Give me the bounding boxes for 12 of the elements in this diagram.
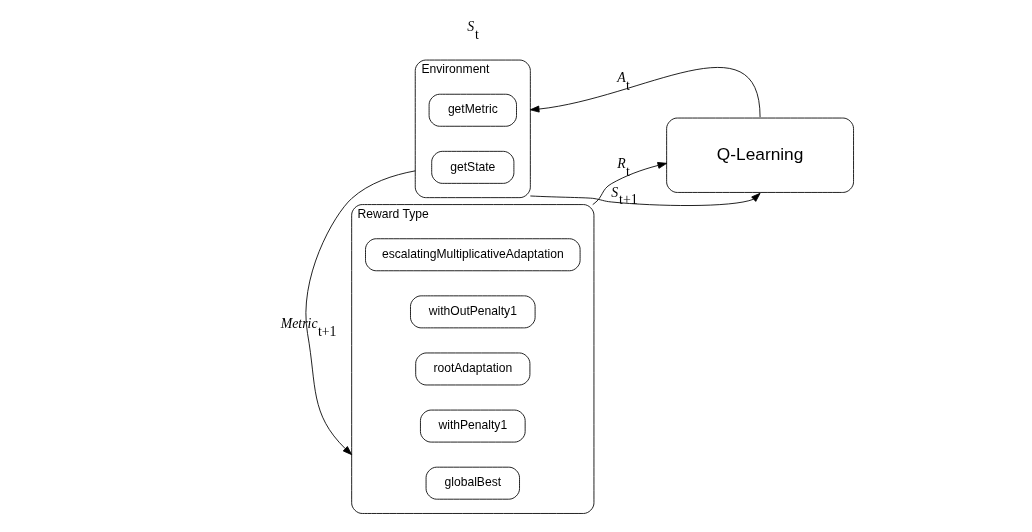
node-box: escalatingMultiplicativeAdaptation bbox=[364, 238, 581, 272]
arrow bbox=[305, 170, 416, 456]
arrow bbox=[591, 162, 667, 205]
arrow bbox=[529, 192, 761, 206]
arrow bbox=[529, 67, 761, 118]
node-box: getState bbox=[430, 150, 514, 184]
node-box: withOutPenalty1 bbox=[409, 295, 536, 329]
node-box: withPenalty1 bbox=[419, 409, 526, 443]
node-box: globalBest bbox=[425, 466, 520, 500]
node-box: Q-Learning bbox=[665, 117, 854, 193]
node-box: rootAdaptation bbox=[414, 352, 530, 386]
node-box: getMetric bbox=[428, 93, 517, 127]
